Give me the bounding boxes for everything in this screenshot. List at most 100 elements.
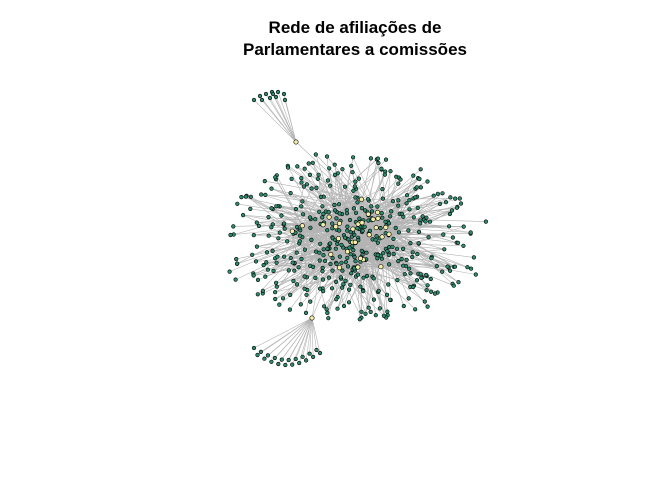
network-edge [284, 99, 297, 143]
parlamentar-node [333, 246, 338, 251]
parlamentar-node [337, 254, 343, 259]
parlamentar-node [317, 209, 322, 214]
parlamentar-node [371, 297, 377, 302]
chart-title-line-1: Rede de afiliações de [268, 18, 442, 37]
network-edge [253, 99, 297, 143]
parlamentar-node [426, 235, 431, 240]
parlamentar-node [353, 210, 359, 215]
parlamentar-node [270, 248, 275, 253]
parlamentar-node [276, 236, 281, 241]
parlamentar-node [273, 175, 278, 180]
parlamentar-node [332, 162, 337, 167]
comissao-node [378, 264, 384, 270]
parlamentar-node [259, 192, 264, 197]
parlamentar-node [324, 307, 329, 312]
parlamentar-node [341, 303, 347, 309]
parlamentar-node [347, 245, 352, 250]
network-edge [260, 317, 313, 353]
parlamentar-node [279, 213, 284, 218]
comissao-node [326, 214, 332, 220]
parlamentar-node [393, 225, 398, 231]
parlamentar-node [299, 176, 304, 181]
parlamentar-node [346, 300, 352, 305]
parlamentar-node [339, 260, 344, 265]
network-edge [276, 175, 303, 226]
parlamentar-node [302, 247, 308, 252]
parlamentar-node [239, 195, 244, 200]
parlamentar-node [345, 255, 350, 261]
network-edge [352, 242, 474, 258]
parlamentar-node [273, 296, 278, 302]
network-edge [361, 162, 379, 223]
parlamentar-node [348, 230, 353, 235]
parlamentar-node [318, 194, 324, 199]
parlamentar-node [274, 204, 279, 209]
parlamentar-node [359, 248, 364, 253]
parlamentar-node [310, 160, 315, 165]
parlamentar-node [416, 229, 422, 234]
parlamentar-node [455, 240, 461, 245]
parlamentar-node [458, 201, 464, 206]
parlamentar-node [293, 206, 299, 212]
parlamentar-node [377, 306, 383, 311]
parlamentar-node [398, 177, 403, 182]
parlamentar-node [274, 260, 279, 265]
parlamentar-node [465, 265, 470, 270]
comissao-node [320, 222, 326, 228]
parlamentar-node [302, 166, 307, 171]
parlamentar-node [337, 211, 342, 216]
parlamentar-node [325, 246, 330, 251]
network-edge [359, 222, 468, 268]
parlamentar-node [325, 178, 331, 183]
network-edge [267, 317, 313, 356]
parlamentar-node [399, 257, 404, 262]
parlamentar-node [424, 288, 429, 293]
parlamentar-node [385, 309, 390, 314]
parlamentar-node [364, 250, 369, 255]
parlamentar-node [357, 216, 362, 221]
parlamentar-node [294, 282, 300, 287]
parlamentar-node [369, 209, 375, 214]
parlamentar-node [330, 221, 335, 226]
network-edge [388, 207, 419, 235]
comissao-node [293, 139, 299, 145]
network-edge [338, 238, 454, 286]
parlamentar-node [327, 166, 332, 171]
parlamentar-node [418, 185, 424, 190]
parlamentar-node [362, 224, 367, 229]
parlamentar-node [396, 259, 401, 264]
parlamentar-node [308, 299, 313, 304]
parlamentar-node [248, 206, 253, 211]
network-edge [274, 317, 313, 359]
parlamentar-node [282, 221, 287, 226]
parlamentar-node [411, 173, 416, 178]
parlamentar-node [404, 257, 409, 263]
parlamentar-node [263, 91, 269, 97]
parlamentar-node [235, 201, 240, 206]
parlamentar-node [275, 254, 280, 259]
parlamentar-node [345, 224, 350, 229]
parlamentar-node [375, 240, 381, 245]
parlamentar-node [419, 275, 424, 281]
comissao-node [309, 315, 315, 321]
parlamentar-node [332, 202, 337, 208]
parlamentar-node [388, 169, 393, 174]
parlamentar-node [352, 255, 357, 260]
parlamentar-node [422, 299, 427, 304]
network-edge [352, 157, 390, 235]
parlamentar-node [353, 179, 358, 184]
parlamentar-node [288, 292, 293, 298]
parlamentar-node [449, 208, 455, 213]
parlamentar-node [258, 349, 264, 355]
network-edge [277, 91, 297, 143]
network-edge [354, 242, 361, 320]
parlamentar-node [447, 211, 453, 217]
parlamentar-node [295, 164, 300, 169]
parlamentar-node [394, 246, 400, 251]
parlamentar-node [342, 184, 348, 189]
parlamentar-node [380, 196, 386, 201]
network-edge [271, 188, 369, 215]
parlamentar-node [376, 160, 381, 166]
parlamentar-node [457, 196, 462, 201]
comissao-node [358, 196, 364, 202]
